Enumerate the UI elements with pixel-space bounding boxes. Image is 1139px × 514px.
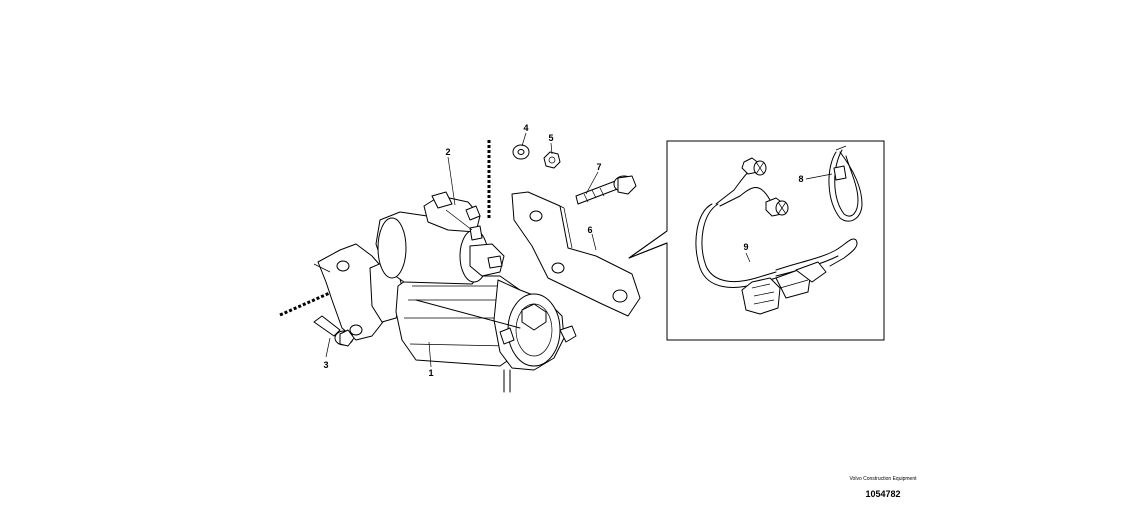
- callout-1: 1: [428, 368, 433, 378]
- drawing-number: 1054782: [865, 489, 901, 499]
- callout-2: 2: [445, 147, 450, 157]
- detail-inset-box: [628, 140, 885, 341]
- wiring-harness-part: [695, 157, 858, 315]
- callout-4: 4: [523, 123, 528, 133]
- fastener-illustrations: [313, 144, 637, 347]
- callout-8: 8: [798, 174, 803, 184]
- nut-part: [543, 151, 561, 169]
- bracket-illustration: [511, 191, 641, 317]
- manufacturer-credit: Volvo Construction Equipment: [849, 476, 917, 482]
- callout-3: 3: [323, 360, 328, 370]
- callout-5: 5: [548, 133, 553, 143]
- starter-motor-illustration: [313, 191, 577, 393]
- dashed-reference-lines: [279, 140, 491, 317]
- cable-tie-part: [828, 145, 863, 222]
- leader-lines: [325, 132, 833, 368]
- flange-bolt-lower: [313, 315, 355, 347]
- callout-9: 9: [743, 242, 748, 252]
- callout-labels: 1 2 3 4 5 6 7 8 9: [323, 123, 803, 378]
- washer-part: [512, 144, 530, 160]
- flange-bolt-upper: [575, 175, 637, 205]
- callout-7: 7: [596, 162, 601, 172]
- callout-6: 6: [587, 225, 592, 235]
